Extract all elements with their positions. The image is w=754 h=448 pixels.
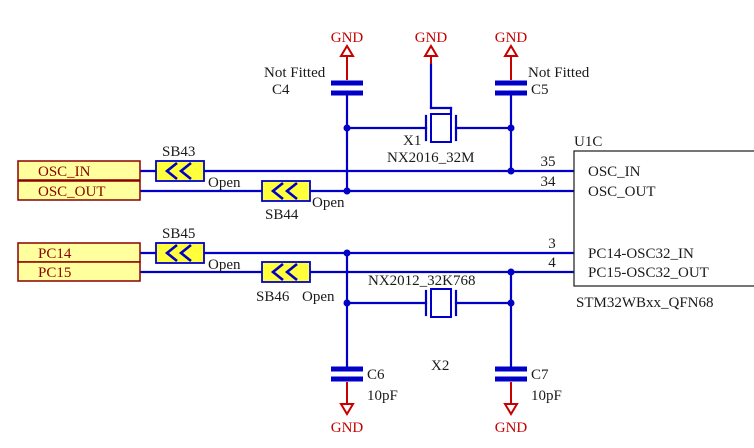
port-osc-out: OSC_OUT [17,180,141,201]
port-pc14: PC14 [17,242,141,263]
sb44-ref: SB44 [265,207,299,223]
port-pc15: PC15 [17,261,141,282]
ground-symbol-c7: GND [495,403,528,436]
junctions [343,124,515,307]
c6-value: 10pF [367,388,398,404]
pin-name-pc15: PC15-OSC32_OUT [588,265,709,281]
c7-value: 10pF [531,388,562,404]
sb46-ref: SB46 [256,289,290,305]
sb44-state: Open [312,195,345,211]
crystal-x1-symbol [424,113,458,143]
c7-ref: C7 [531,367,549,383]
pin-number-35: 35 [541,154,556,170]
capacitor-c6-symbol [331,366,363,404]
solder-bridge-sb44 [261,180,311,202]
solder-bridge-sb46 [261,261,311,283]
pin-number-3: 3 [548,236,556,252]
sb43-state: Open [208,175,241,191]
pin-name-osc-in: OSC_IN [588,164,641,180]
ground-label: GND [331,420,364,436]
pin-name-osc-out: OSC_OUT [588,184,656,200]
pin-number-34: 34 [541,174,557,190]
port-label: PC15 [38,265,71,281]
port-label: PC14 [38,246,72,262]
wires [138,62,576,368]
sb45-state: Open [208,257,241,273]
sb43-ref: SB43 [162,144,195,160]
x2-ref: X2 [431,358,449,374]
ground-label: GND [415,30,448,46]
c5-ref: C5 [531,82,549,98]
port-osc-in: OSC_IN [17,160,141,181]
capacitor-c5-symbol [495,56,527,96]
ic-designator: U1C [574,134,602,150]
x2-part: NX2012_32K768 [368,273,476,289]
ground-label: GND [331,30,364,46]
sb45-ref: SB45 [162,226,195,242]
c5-value: Not Fitted [528,65,590,81]
mcu-u1c: U1C STM32WBxx_QFN68 OSC_IN OSC_OUT PC14-… [541,134,754,311]
capacitor-c7-symbol [495,366,527,404]
c6-ref: C6 [367,367,385,383]
x1-ref: X1 [403,133,421,149]
x1-part: NX2016_32M [387,150,475,166]
component-labels: Not Fitted C4 Not Fitted C5 C6 10pF C7 1… [162,65,590,404]
c4-ref: C4 [272,82,290,98]
pin-name-pc14: PC14-OSC32_IN [588,246,694,262]
ground-label: GND [495,30,528,46]
ic-part-number: STM32WBxx_QFN68 [576,295,714,311]
solder-bridge-sb43 [155,160,205,182]
c4-value: Not Fitted [264,65,326,81]
solder-bridge-sb45 [155,242,205,264]
port-label: OSC_OUT [38,184,106,200]
pin-number-4: 4 [548,255,556,271]
ground-symbol-x1: GND [415,30,448,64]
ground-symbol-c5: GND [495,30,528,57]
port-label: OSC_IN [38,164,91,180]
crystal-x2-symbol [424,288,458,318]
capacitor-c4-symbol [331,56,363,96]
ground-symbol-c6: GND [331,403,364,436]
ground-symbol-c4: GND [331,30,364,57]
sb46-state: Open [302,289,335,305]
ground-label: GND [495,420,528,436]
